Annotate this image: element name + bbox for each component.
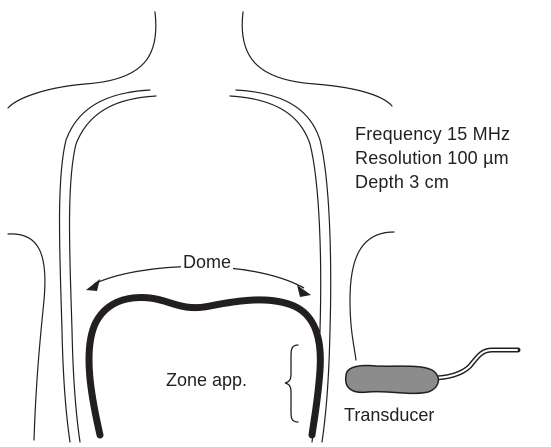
neck-left-line bbox=[8, 12, 156, 108]
transducer-body bbox=[346, 365, 439, 393]
transducer-label: Transducer bbox=[344, 405, 434, 426]
rib-left-outer bbox=[60, 90, 151, 442]
torso-left-line bbox=[8, 234, 45, 440]
dome-arrowhead-right bbox=[297, 285, 311, 297]
specs-block: Frequency 15 MHz Resolution 100 µm Depth… bbox=[355, 122, 510, 194]
dome-label: Dome bbox=[181, 252, 233, 273]
transducer-probe bbox=[346, 350, 518, 393]
transducer-cable bbox=[432, 350, 518, 378]
zone-brace bbox=[285, 345, 298, 422]
rib-left-inner bbox=[70, 96, 157, 442]
depth-text: Depth 3 cm bbox=[355, 170, 510, 194]
zone-label: Zone app. bbox=[166, 370, 247, 391]
torso-right-line bbox=[350, 232, 394, 360]
neck-right-line bbox=[242, 12, 392, 106]
diaphragm-curve bbox=[89, 298, 320, 435]
frequency-text: Frequency 15 MHz bbox=[355, 122, 510, 146]
dome-arrowhead-left bbox=[86, 279, 100, 291]
resolution-text: Resolution 100 µm bbox=[355, 146, 510, 170]
